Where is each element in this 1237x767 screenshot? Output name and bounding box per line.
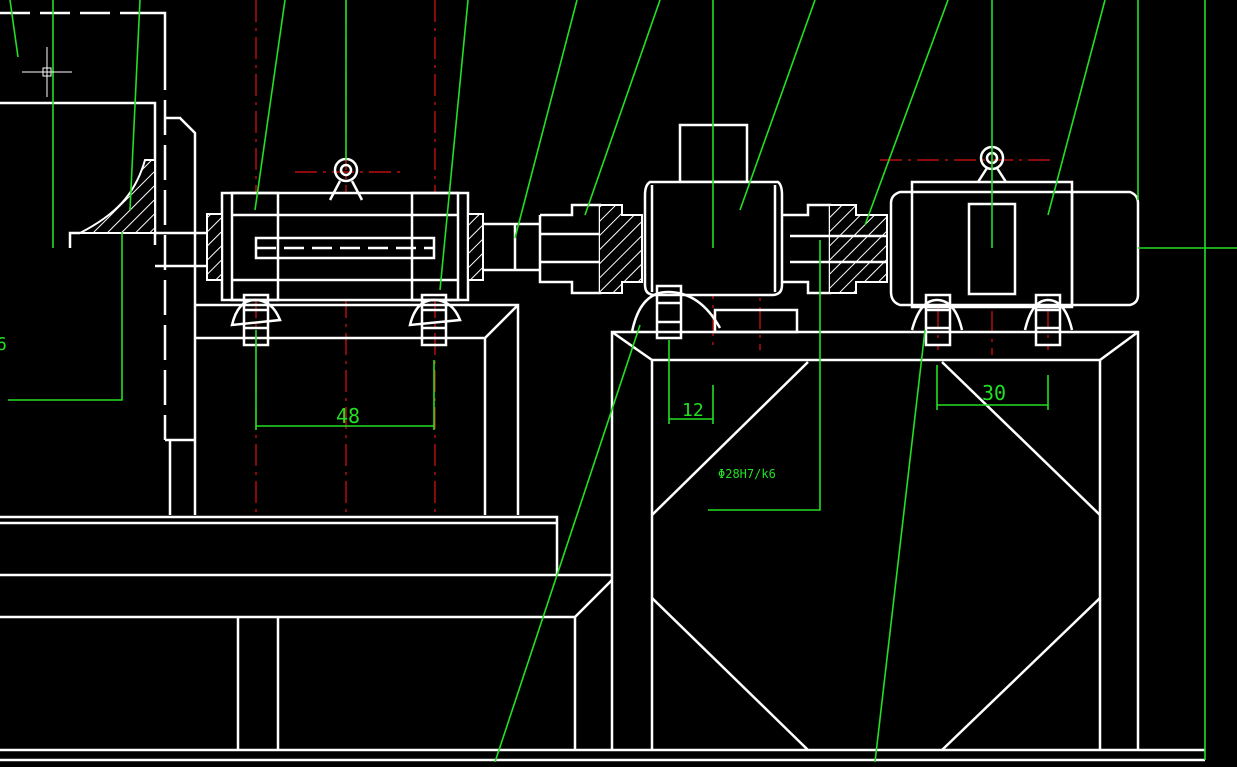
coupling-right[interactable] bbox=[782, 203, 888, 295]
edge-dimension-fragment: 6 bbox=[0, 334, 7, 355]
dimension-12: 12 bbox=[682, 400, 704, 421]
dimension-30: 30 bbox=[982, 381, 1006, 405]
motor[interactable] bbox=[889, 180, 1140, 309]
fit-tolerance-label: Φ28H7/k6 bbox=[718, 467, 776, 481]
dimension-48: 48 bbox=[336, 404, 360, 428]
base-frame[interactable] bbox=[0, 515, 1205, 762]
coupling-left[interactable] bbox=[538, 203, 643, 295]
left-pedestal[interactable] bbox=[195, 303, 520, 515]
anchor-bolts-left bbox=[230, 293, 462, 347]
bearing-housing[interactable] bbox=[206, 191, 540, 302]
leader-lines bbox=[8, 0, 1237, 763]
gearbox[interactable] bbox=[630, 123, 799, 340]
crosshair-cursor-icon bbox=[22, 47, 72, 97]
anchor-bolts-right bbox=[910, 293, 1074, 347]
dimension-lines bbox=[255, 330, 1049, 430]
left-pump-housing[interactable] bbox=[0, 11, 215, 515]
right-base-frame[interactable] bbox=[610, 330, 1140, 751]
